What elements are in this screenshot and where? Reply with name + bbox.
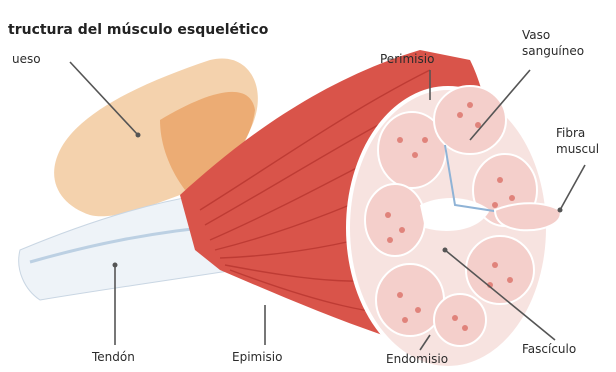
label-vaso-sanguineo-line2: sanguíneo bbox=[522, 44, 584, 58]
leader-fiber bbox=[560, 165, 585, 210]
label-epimisio: Epimisio bbox=[232, 350, 282, 364]
leader-dot-fascicle bbox=[443, 248, 448, 253]
label-fibra-muscular-line2: muscul bbox=[556, 142, 599, 156]
protruding-fiber bbox=[495, 203, 561, 230]
label-fasciculo: Fascículo bbox=[522, 342, 576, 356]
label-fibra-muscular-line1: Fibra bbox=[556, 126, 585, 140]
label-perimisio: Perimisio bbox=[380, 52, 434, 66]
diagram-title: tructura del músculo esquelético bbox=[8, 22, 268, 38]
label-vaso-sanguineo-line1: Vaso bbox=[522, 28, 550, 42]
label-hueso: ueso bbox=[12, 52, 41, 66]
label-tendon: Tendón bbox=[92, 350, 135, 364]
label-endomisio: Endomisio bbox=[386, 352, 448, 366]
leader-dot-bone bbox=[136, 133, 141, 138]
leader-dot-fiber bbox=[558, 208, 563, 213]
leader-dot-tendon bbox=[113, 263, 118, 268]
